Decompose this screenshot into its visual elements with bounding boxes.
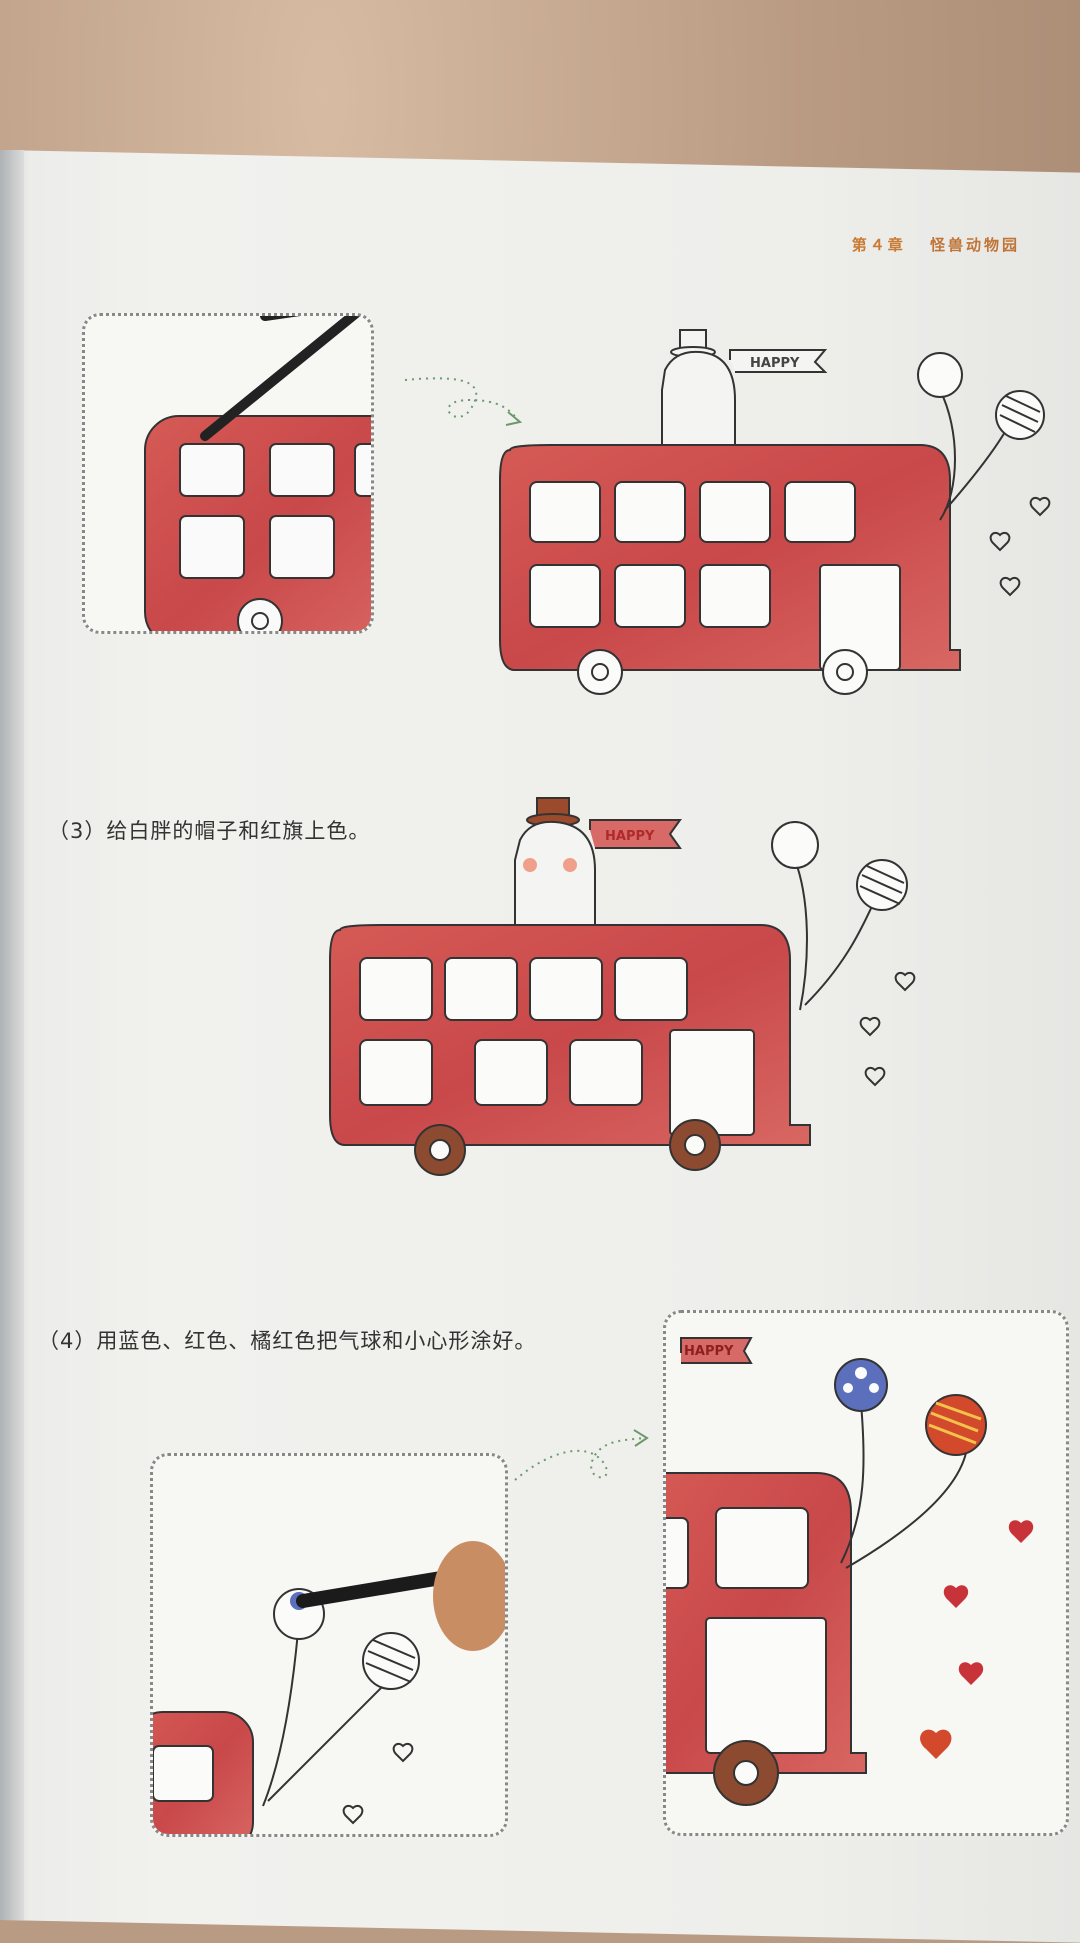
bus-closeup-illustration bbox=[144, 316, 371, 631]
flag-text: HAPPY bbox=[605, 829, 655, 844]
bus-illustration-step3: HAPPY bbox=[329, 797, 908, 1176]
hearts-step3 bbox=[859, 971, 916, 1087]
balloon-closeup-illustration bbox=[153, 1541, 505, 1834]
detail-frame-step4 bbox=[150, 1453, 508, 1837]
book-spine bbox=[0, 150, 24, 1920]
page-header: 第４章 怪兽动物园 bbox=[852, 234, 1020, 255]
flag-text: HAPPY bbox=[750, 356, 800, 371]
step-3-caption: （3）给白胖的帽子和红旗上色。 bbox=[48, 819, 371, 843]
hearts-step2 bbox=[989, 496, 1051, 597]
dotted-arrow-1 bbox=[404, 377, 523, 426]
bus-illustration-step2: HAPPY bbox=[499, 329, 1045, 695]
final-bus-illustration: HAPPY bbox=[666, 1337, 1034, 1806]
flag-text: HAPPY bbox=[684, 1344, 734, 1359]
dotted-arrow-2 bbox=[514, 1429, 649, 1481]
section-title: 怪兽动物园 bbox=[929, 236, 1020, 254]
detail-frame-step2 bbox=[82, 313, 374, 634]
step-4-caption: （4）用蓝色、红色、橘红色把气球和小心形涂好。 bbox=[38, 1329, 537, 1353]
final-frame-step4: HAPPY bbox=[663, 1310, 1069, 1836]
chapter-label: 第４章 bbox=[851, 236, 906, 254]
